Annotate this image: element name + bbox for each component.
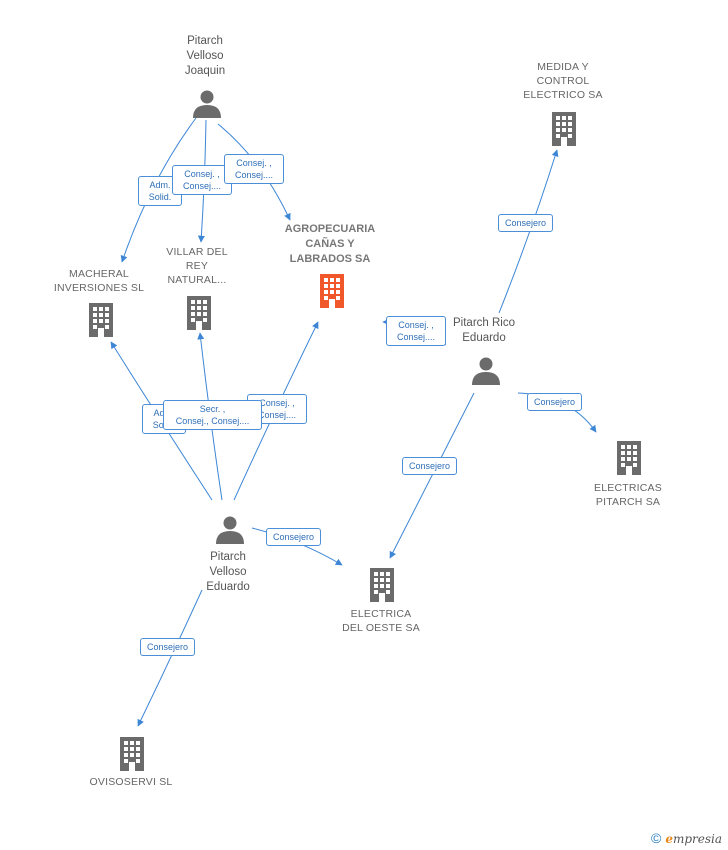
focus-building-icon[interactable]	[320, 274, 344, 308]
node-villar-del-rey[interactable]: VILLAR DEL REY NATURAL...	[166, 246, 228, 286]
person-icon[interactable]	[216, 516, 244, 545]
node-pitarch-rico-eduardo[interactable]: Pitarch Rico Eduardo	[453, 317, 515, 344]
node-electrica-del-oeste[interactable]: ELECTRICA DEL OESTE SA	[342, 608, 420, 634]
person-icon[interactable]	[193, 90, 221, 119]
copyright-icon: ©	[651, 830, 662, 846]
person-icon[interactable]	[472, 357, 500, 386]
node-pitarch-velloso-joaquin[interactable]: Pitarch Velloso Joaquin	[184, 35, 226, 77]
brand-logo-text: mpresia	[672, 832, 723, 846]
building-icon[interactable]	[552, 112, 576, 146]
brand-logo-initial: e	[665, 832, 673, 846]
edge-label-rico-medida[interactable]: Consejero	[498, 214, 554, 232]
empresia-watermark: ©empresia	[651, 830, 722, 846]
edge-label-eduardo-villar[interactable]: Secr. , Consej., Consej....	[163, 400, 262, 430]
building-icon[interactable]	[187, 296, 211, 330]
node-macheral[interactable]: MACHERAL INVERSIONES SL	[53, 268, 145, 294]
edge-label-joaquin-villar[interactable]: Consej. , Consej....	[172, 165, 232, 195]
node-pitarch-velloso-eduardo[interactable]: Pitarch Velloso Eduardo	[206, 551, 250, 593]
edge-eduardo-ovisoservi	[137, 589, 203, 727]
node-medida-y-control[interactable]: MEDIDA Y CONTROL ELECTRICO SA	[523, 61, 603, 101]
edge-label-eduardo-oeste[interactable]: Consejero	[266, 528, 322, 546]
building-icon[interactable]	[120, 737, 144, 771]
node-agropecuaria[interactable]: AGROPECUARIA CAÑAS Y LABRADOS SA	[284, 223, 376, 265]
building-icon[interactable]	[370, 568, 394, 602]
edge-rico-oeste	[389, 392, 475, 559]
building-icon[interactable]	[617, 441, 641, 475]
building-icon[interactable]	[89, 303, 113, 337]
node-electricas-pitarch[interactable]: ELECTRICAS PITARCH SA	[594, 482, 662, 508]
edge-label-rico-electricas[interactable]: Consejero	[527, 393, 583, 411]
edge-label-eduardo-ovisoservi[interactable]: Consejero	[140, 638, 196, 656]
edge-label-rico-oeste[interactable]: Consejero	[402, 457, 458, 475]
edge-label-rico-agropecuaria[interactable]: Consej. , Consej....	[386, 316, 446, 346]
node-ovisoservi[interactable]: OVISOSERVI SL	[89, 776, 173, 788]
edge-label-joaquin-agropecuaria[interactable]: Consej. , Consej....	[224, 154, 284, 184]
